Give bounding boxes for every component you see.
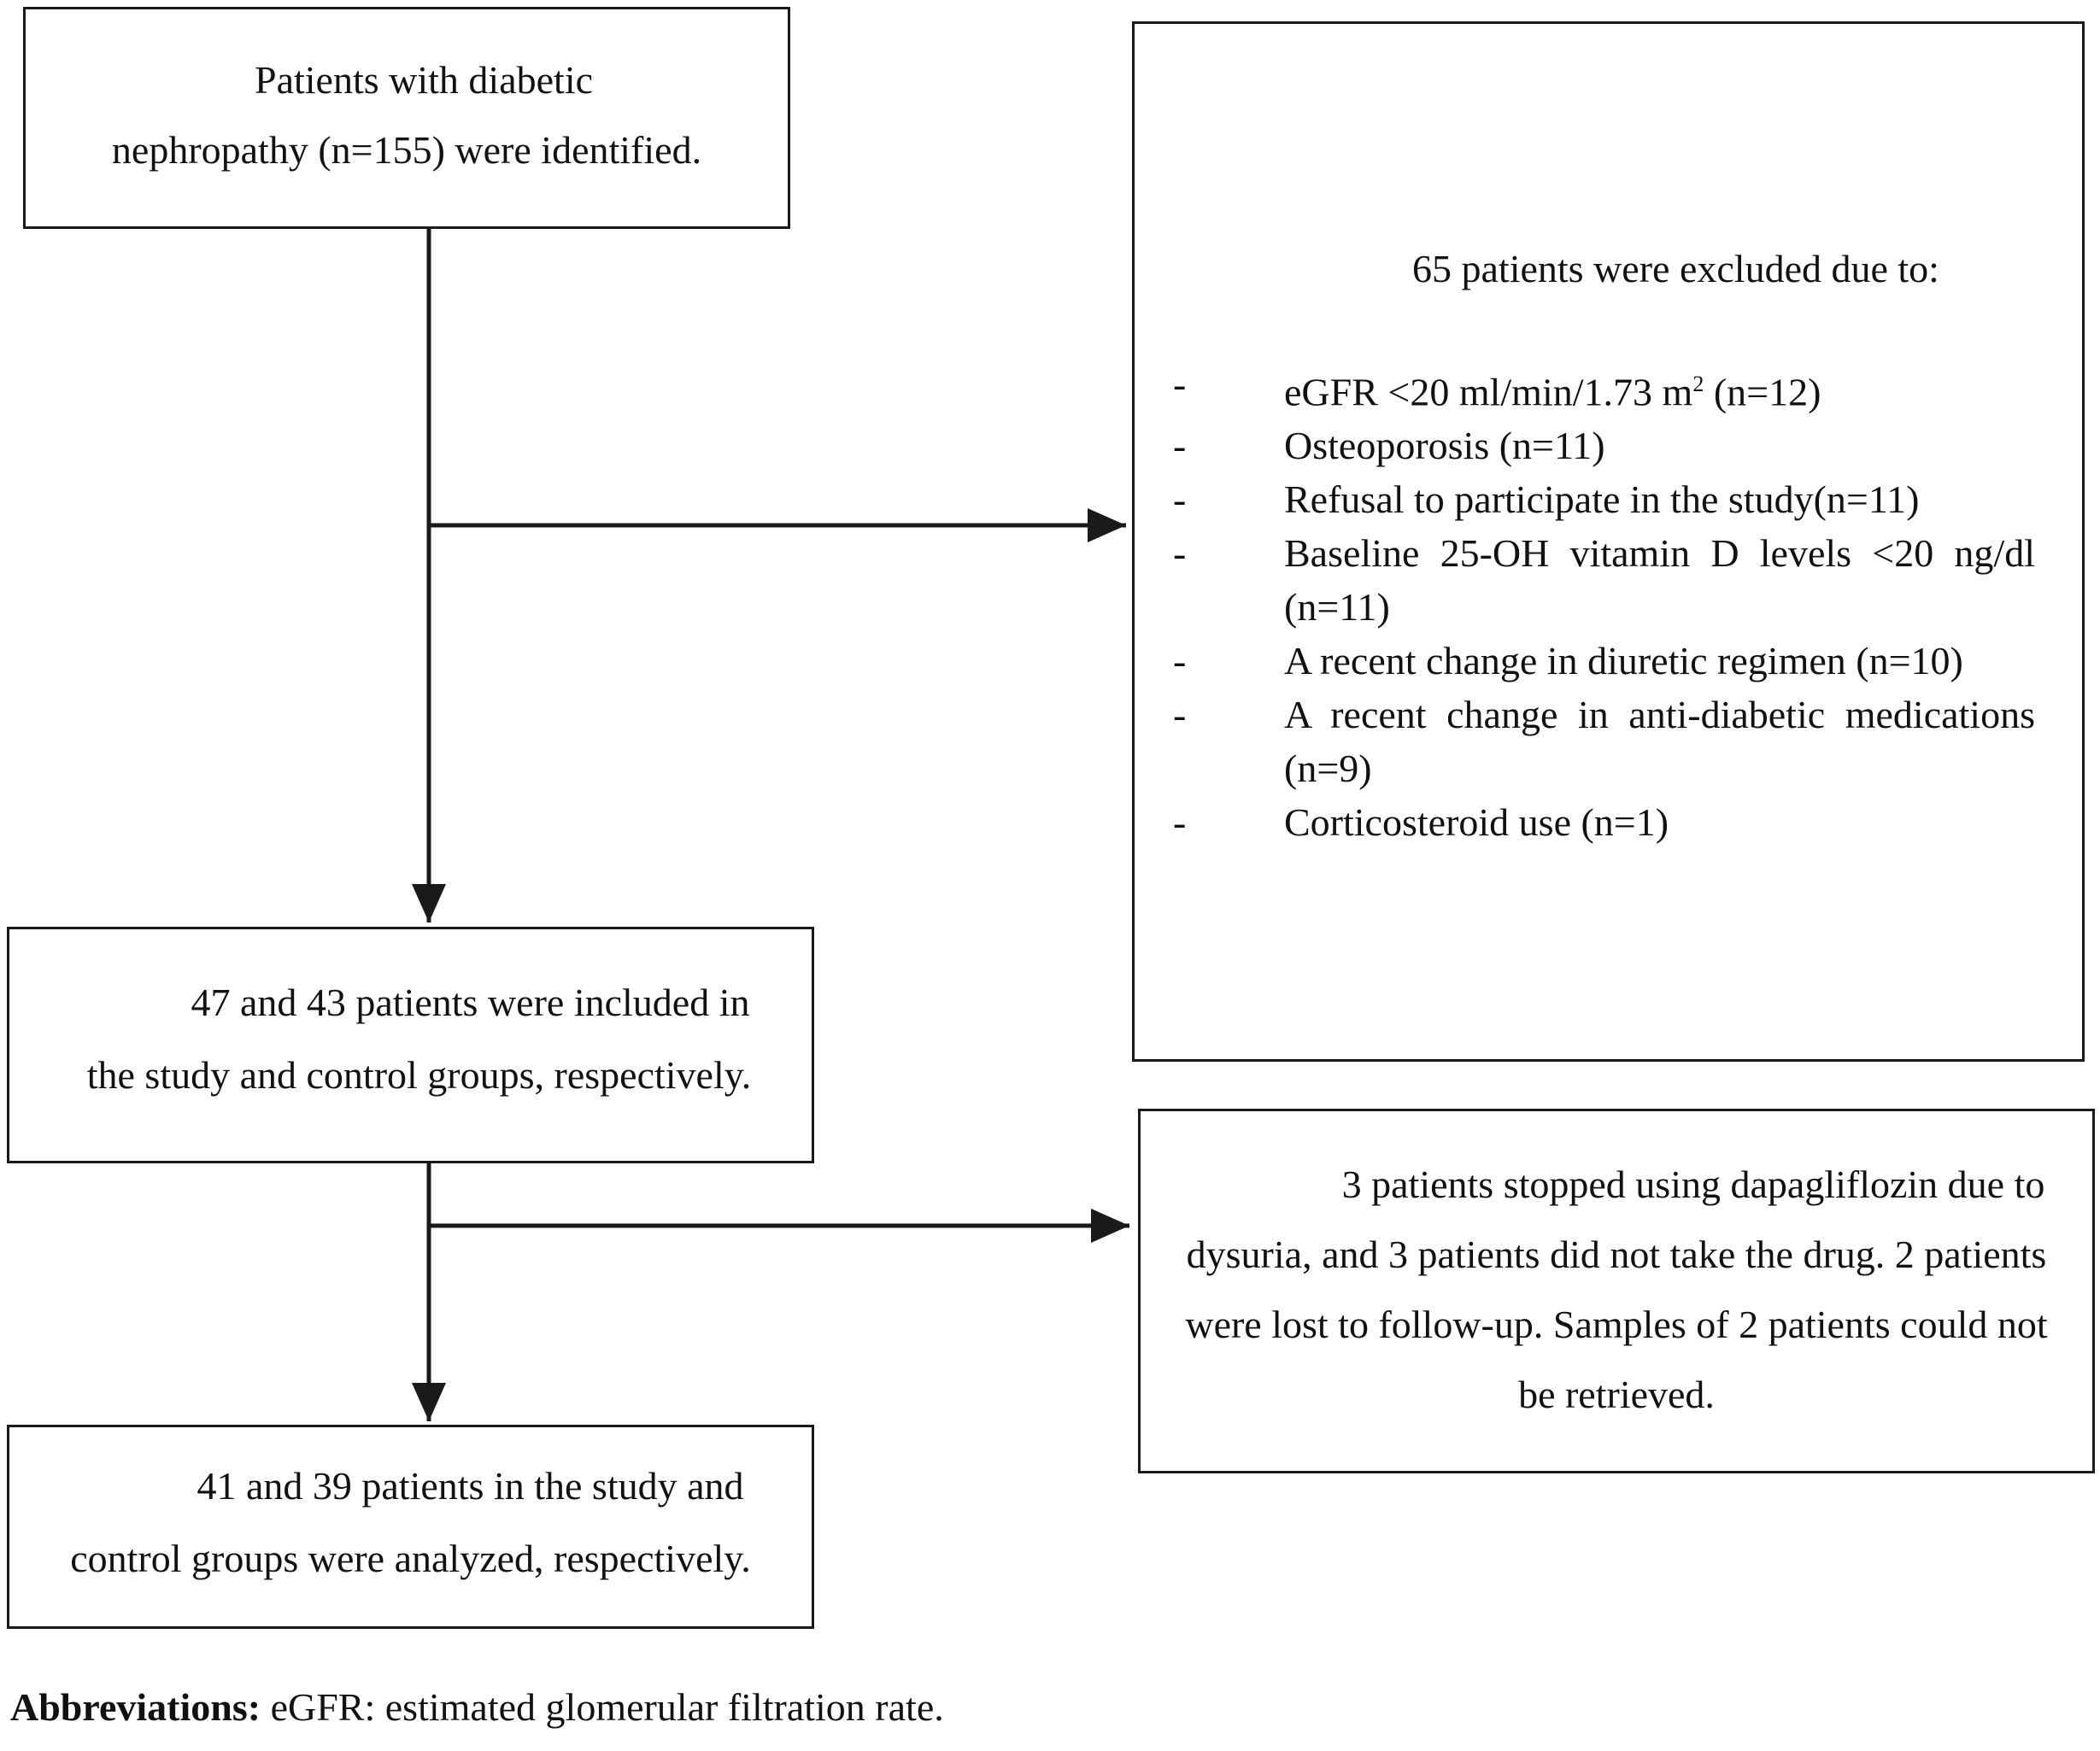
analyzed-box: 41 and 39 patients in the study and cont…: [7, 1425, 814, 1629]
bullet-dash: -: [1173, 531, 1187, 576]
abbreviations-text: eGFR: estimated glomerular filtration ra…: [261, 1685, 944, 1729]
exclusion-item: - Corticosteroid use (n=1): [1173, 795, 2035, 849]
bullet-dash: -: [1173, 424, 1187, 468]
exclusion-item-superscript: 2: [1692, 372, 1704, 396]
identified-line-1: Patients with diabetic: [254, 58, 594, 102]
abbreviations-footnote: Abbreviations: eGFR: estimated glomerula…: [10, 1684, 944, 1730]
discontinued-text: 3 patients stopped using dapagliflozin d…: [1185, 1162, 2048, 1416]
included-box: 47 and 43 patients were included in the …: [7, 927, 814, 1163]
bullet-dash: -: [1173, 477, 1187, 522]
bullet-dash: -: [1173, 693, 1187, 737]
analyzed-line-1: 41 and 39 patients in the study and: [197, 1464, 744, 1508]
included-line-1: 47 and 43 patients were included in: [191, 981, 750, 1024]
bullet-dash: -: [1173, 362, 1187, 406]
discontinued-box: 3 patients stopped using dapagliflozin d…: [1138, 1109, 2095, 1473]
exclusion-item-text: eGFR <20 ml/min/1.73 m: [1284, 370, 1693, 414]
exclusion-item: - Osteoporosis (n=11): [1173, 419, 2035, 472]
exclusion-item-text: A recent change in diuretic regimen (n=1…: [1284, 639, 1963, 683]
bullet-dash: -: [1173, 639, 1187, 683]
included-line-2: the study and control groups, respective…: [86, 1053, 752, 1097]
excluded-box: 65 patients were excluded due to: - eGFR…: [1132, 21, 2085, 1062]
exclusion-list: - eGFR <20 ml/min/1.73 m2 (n=12) - Osteo…: [1173, 357, 2035, 849]
analyzed-line-2: control groups were analyzed, respective…: [70, 1537, 751, 1580]
exclusion-item-text: Baseline 25-OH vitamin D levels <20 ng/d…: [1284, 531, 2035, 630]
exclusion-item-text: A recent change in anti-diabetic medicat…: [1284, 693, 2035, 791]
exclusion-item: - Refusal to participate in the study(n=…: [1173, 472, 2035, 526]
identified-line-2: nephropathy (n=155) were identified.: [111, 128, 702, 172]
identified-box: Patients with diabetic nephropathy (n=15…: [23, 7, 790, 229]
exclusion-item-text: Osteoporosis (n=11): [1284, 424, 1605, 468]
bullet-dash: -: [1173, 800, 1187, 845]
exclusion-item-text: Corticosteroid use (n=1): [1284, 800, 1669, 845]
exclusion-item: - A recent change in diuretic regimen (n…: [1173, 634, 2035, 688]
abbreviations-label: Abbreviations:: [10, 1685, 261, 1729]
exclusion-item-text: Refusal to participate in the study(n=11…: [1284, 477, 1920, 522]
exclusion-item: - eGFR <20 ml/min/1.73 m2 (n=12): [1173, 357, 2035, 419]
exclusion-item: - Baseline 25-OH vitamin D levels <20 ng…: [1173, 526, 2035, 634]
exclusion-item: - A recent change in anti-diabetic medic…: [1173, 688, 2035, 795]
excluded-title: 65 patients were excluded due to:: [1412, 247, 1939, 290]
exclusion-item-suffix: (n=12): [1704, 370, 1821, 414]
